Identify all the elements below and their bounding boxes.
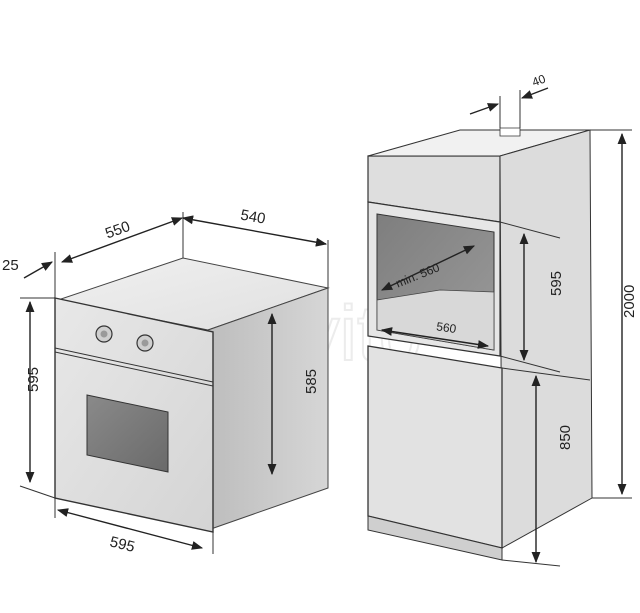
dim-oven-height-body: 585: [303, 369, 320, 394]
oven-drawing: [54, 257, 330, 533]
oven-window: [86, 394, 169, 473]
dim-niche-height: 595: [548, 271, 565, 296]
dim-top-gap: 40: [530, 71, 548, 89]
dim-oven-height-front: 595: [25, 367, 42, 392]
dim-oven-depth-total: 550: [103, 218, 132, 243]
dim-oven-depth-body: 540: [239, 207, 267, 228]
oven-dimensions: 550 540 25 595 585 595: [2, 207, 329, 556]
dim-niche-width: 560: [435, 319, 457, 336]
dim-total-height: 2000: [621, 285, 638, 318]
oven-side-face: [207, 287, 329, 531]
dim-front-protrusion: 25: [2, 257, 19, 274]
dim-base-height: 850: [557, 425, 574, 450]
dim-oven-width-front: 595: [108, 533, 136, 556]
